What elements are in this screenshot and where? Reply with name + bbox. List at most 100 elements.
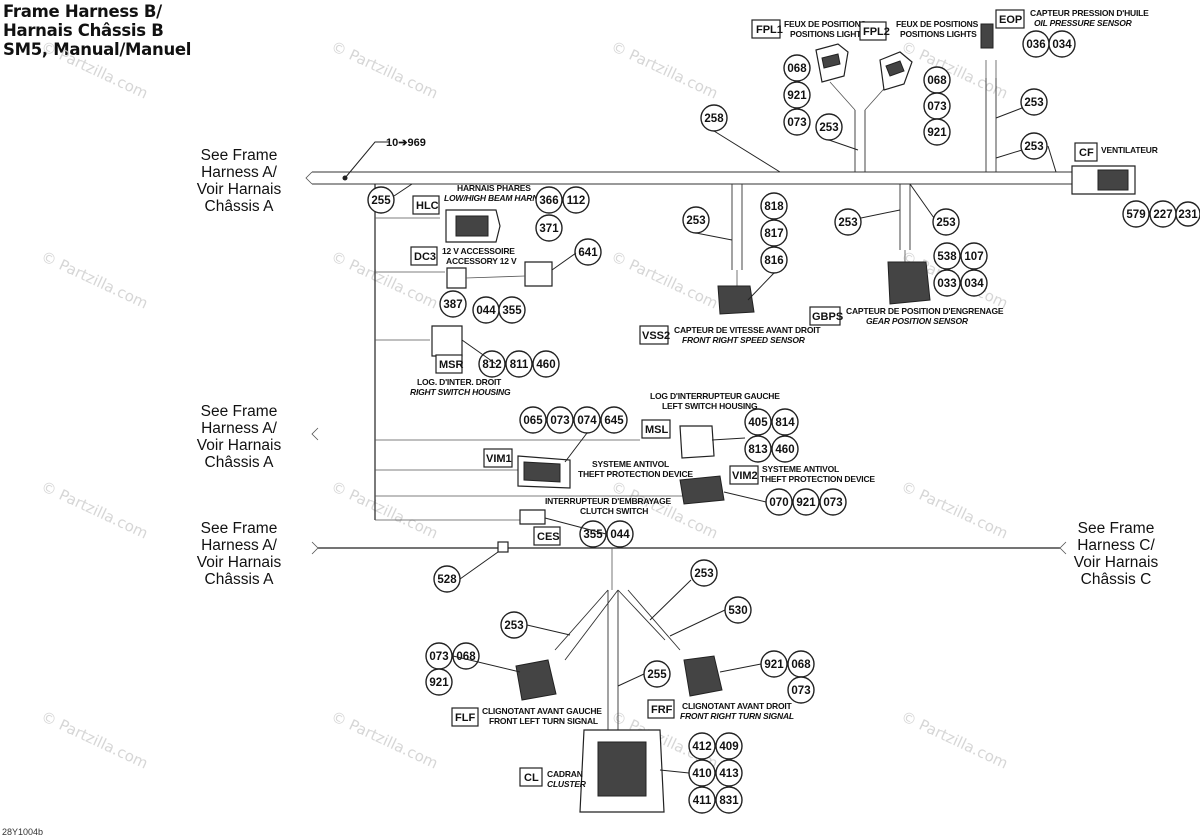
watermark: © Partzilla.com <box>898 37 1011 102</box>
connector-label-en: CLUTCH SWITCH <box>580 506 648 516</box>
connector-msr: MSR LOG. D'INTER. DROIT RIGHT SWITCH HOU… <box>410 325 511 397</box>
see-frame-c-line: See Frame <box>1078 520 1155 537</box>
svg-text:068: 068 <box>927 75 947 87</box>
watermark: © Partzilla.com <box>608 37 721 102</box>
callout: 073 <box>783 108 811 136</box>
branch-fpl <box>829 81 891 172</box>
footer-code: 28Y1004b <box>2 827 44 837</box>
connector-label-fr: LOG. D'INTER. DROIT <box>417 377 502 387</box>
callout: 366 <box>535 186 563 214</box>
connector-detail <box>1097 169 1129 191</box>
callout-harness: 528 <box>433 565 461 593</box>
code-box <box>483 448 513 468</box>
callout: 811 <box>505 350 533 378</box>
callout: 227 <box>1149 200 1177 228</box>
svg-text:231: 231 <box>1178 209 1198 221</box>
callout: 579 <box>1122 200 1150 228</box>
lower-harness <box>311 427 1067 555</box>
callout: 460 <box>532 350 560 378</box>
see-frame-a-line: Châssis A <box>205 571 275 588</box>
svg-text:530: 530 <box>728 605 747 617</box>
code-box <box>410 246 438 266</box>
callout: 033 <box>933 269 961 297</box>
see-frame-a-line: Harness A/ <box>201 420 278 437</box>
connector-shape <box>515 659 557 701</box>
connector-shape <box>519 509 546 525</box>
callout-harness: 253 <box>932 208 960 236</box>
svg-text:816: 816 <box>764 255 783 267</box>
connector-code: GBPS <box>812 311 843 323</box>
callout: 831 <box>715 786 743 814</box>
connector-detail <box>821 53 841 69</box>
connector-code: FPL1 <box>756 24 783 36</box>
branch-gbps <box>899 184 911 262</box>
callout-harness: 253 <box>1020 88 1048 116</box>
callout: 073 <box>787 676 815 704</box>
connector-shape <box>431 325 463 357</box>
svg-text:409: 409 <box>719 741 738 753</box>
callout: 410 <box>688 759 716 787</box>
callout: 073 <box>425 642 453 670</box>
connector-shape <box>679 425 715 459</box>
callout: 816 <box>760 246 788 274</box>
connector-code: MSR <box>439 359 464 371</box>
connector-shape <box>887 261 931 305</box>
callout: 921 <box>425 668 453 696</box>
callout-harness: 253 <box>682 206 710 234</box>
see-frame-a-line: Harness A/ <box>201 537 278 554</box>
connector-dc3: DC3 12 V ACCESSOIRE ACCESSORY 12 V <box>410 246 553 289</box>
svg-text:405: 405 <box>748 417 768 429</box>
callout-harness: 253 <box>690 559 718 587</box>
callout: 073 <box>819 488 847 516</box>
svg-text:253: 253 <box>936 217 955 229</box>
connector-code: MSL <box>645 424 669 436</box>
connector-code: CL <box>524 772 539 784</box>
callout: 409 <box>715 732 743 760</box>
leader-lines <box>393 107 1057 774</box>
code-box <box>1074 142 1098 162</box>
svg-text:070: 070 <box>769 497 788 509</box>
svg-text:073: 073 <box>787 117 806 129</box>
svg-text:107: 107 <box>964 251 983 263</box>
connector-label-en: GEAR POSITION SENSOR <box>866 316 969 326</box>
callout: 355 <box>498 296 526 324</box>
svg-text:411: 411 <box>693 795 712 807</box>
svg-text:033: 033 <box>937 278 956 290</box>
connector-label-fr: CLIGNOTANT AVANT GAUCHE <box>482 706 602 716</box>
svg-text:253: 253 <box>819 122 838 134</box>
see-frame-c-line: Voir Harnais <box>1074 554 1159 571</box>
svg-text:921: 921 <box>429 677 449 689</box>
callout: 412 <box>688 732 716 760</box>
connector-code: HLC <box>416 200 439 212</box>
svg-text:044: 044 <box>476 305 496 317</box>
connector-label-fr: SYSTEME ANTIVOL <box>592 459 669 469</box>
callout: 641 <box>574 238 602 266</box>
code-box <box>412 195 440 215</box>
connector-label-en: POSITIONS LIGHTS <box>790 29 867 39</box>
code-box <box>859 21 887 41</box>
svg-text:065: 065 <box>523 415 543 427</box>
code-box <box>519 767 543 787</box>
svg-text:068: 068 <box>787 63 807 75</box>
see-frame-a-line: Voir Harnais <box>197 554 282 571</box>
connector-label-fr: LOG D'INTERRUPTEUR GAUCHE <box>650 391 780 401</box>
callout: 073 <box>546 406 574 434</box>
callout: 812 <box>478 350 506 378</box>
connector-code: FPL2 <box>863 26 890 38</box>
connector-label-fr: CADRAN <box>547 769 583 779</box>
svg-text:073: 073 <box>791 685 810 697</box>
svg-text:921: 921 <box>796 497 816 509</box>
callout-harness: 253 <box>834 208 862 236</box>
connector-shape <box>446 267 467 289</box>
callout: 921 <box>923 118 951 146</box>
connector-vss2: VSS2 CAPTEUR DE VITESSE AVANT DROIT FRON… <box>639 285 822 345</box>
connector-shape <box>717 285 755 315</box>
branch-cluster <box>554 548 681 730</box>
connector-code: VSS2 <box>642 330 670 342</box>
connector-label-en: LEFT SWITCH HOUSING <box>662 401 758 411</box>
connector-label-en: OIL PRESSURE SENSOR <box>1034 18 1133 28</box>
callout: 818 <box>760 192 788 220</box>
connector-detail <box>885 60 905 77</box>
svg-text:813: 813 <box>748 444 767 456</box>
code-box <box>639 325 669 345</box>
